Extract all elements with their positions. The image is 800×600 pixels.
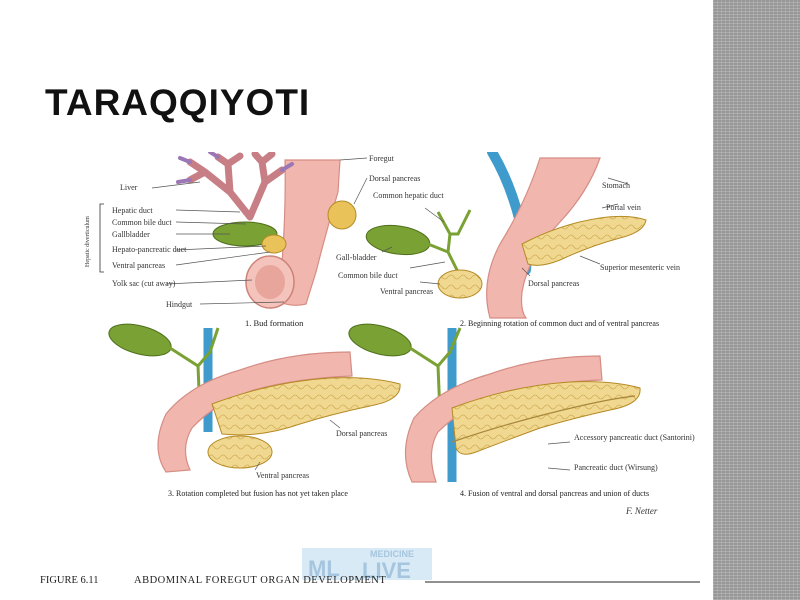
label-ventral-pancreas-1: Ventral pancreas	[112, 261, 165, 270]
gallbladder-3	[108, 323, 172, 357]
figure-svg: Hepatic diverticulum Liver Foregut Dorsa…	[40, 147, 700, 586]
label-hepatopancreatic-duct: Hepato-pancreatic duct	[112, 245, 187, 254]
decorative-sidebar	[713, 0, 800, 600]
watermark-bg	[302, 548, 432, 580]
dorsal-pancreas-2	[521, 215, 647, 266]
figure-caption-title: ABDOMINAL FOREGUT ORGAN DEVELOPMENT	[134, 575, 386, 586]
label-common-hepatic-duct-text: Common hepatic duct	[373, 191, 444, 200]
artist-signature: F. Netter	[625, 506, 658, 516]
dorsal-pancreas-3	[211, 377, 401, 436]
bile-ducts-2	[427, 209, 472, 277]
caption-panel-4: 4. Fusion of ventral and dorsal pancreas…	[460, 489, 649, 498]
ventral-pancreas-3	[207, 435, 273, 469]
figure-caption-label: FIGURE 6.11	[40, 575, 99, 586]
panel-2-beginning-rotation: Stomach Common hepatic duct Portal vein …	[336, 147, 680, 328]
label-dorsal-pancreas-2: Dorsal pancreas	[528, 279, 579, 288]
label-yolk-sac: Yolk sac (cut away)	[112, 279, 176, 288]
liver-bud	[176, 150, 294, 221]
pancreatic-duct-4	[451, 395, 636, 443]
watermark-small: MEDICINE	[370, 549, 414, 559]
label-dorsal-pancreas-1: Dorsal pancreas	[369, 174, 420, 183]
medicine-live-watermark: MEDICINE ML LIVE	[302, 548, 432, 583]
yolk-sac-opening	[255, 265, 285, 299]
gallbladder-4	[348, 323, 412, 357]
label-ventral-pancreas-2: Ventral pancreas	[380, 287, 433, 296]
label-pancreatic-duct-text: Pancreatic duct (Wirsung)	[574, 463, 658, 472]
ventral-pancreas-2	[437, 269, 483, 299]
label-portal-vein: Portal vein	[606, 203, 641, 212]
ventral-pancreas-bud	[261, 234, 287, 254]
bracket-label: Hepatic diverticulum	[85, 216, 91, 267]
label-dorsal-pancreas-3: Dorsal pancreas	[336, 429, 387, 438]
caption-panel-3: 3. Rotation completed but fusion has not…	[168, 489, 348, 498]
label-superior-mesenteric-vein: Superior mesenteric vein	[600, 263, 680, 272]
label-hindgut: Hindgut	[166, 300, 193, 309]
slide-title: TARAQQIYOTI	[45, 82, 311, 123]
label-liver: Liver	[120, 183, 138, 192]
panel-1-bud-formation: Hepatic diverticulum Liver Foregut Dorsa…	[85, 150, 420, 328]
label-common-bile-duct-1: Common bile duct	[112, 218, 172, 227]
label-gallbladder-2: Gall-bladder	[336, 253, 377, 262]
caption-panel-1: 1. Bud formation	[245, 318, 304, 328]
label-common-hepatic-duct: Common hepatic duct	[373, 191, 444, 200]
watermark-live: LIVE	[362, 558, 411, 583]
panel-4-fusion: Accessory pancreatic duct (Santorini) Pa…	[348, 323, 695, 516]
label-pancreatic-duct: Pancreatic duct (Wirsung)	[574, 463, 658, 472]
label-accessory-duct: Accessory pancreatic duct (Santorini)	[574, 433, 695, 442]
label-ventral-pancreas-3: Ventral pancreas	[256, 471, 309, 480]
fused-pancreas-4	[451, 381, 641, 455]
panel-3-rotation-completed: Dorsal pancreas Ventral pancreas 3. Rota…	[108, 323, 401, 498]
label-gallbladder-1: Gallbladder	[112, 230, 150, 239]
label-common-bile-duct-2: Common bile duct	[338, 271, 398, 280]
caption-panel-2: 2. Beginning rotation of common duct and…	[460, 319, 659, 328]
embryology-figure: Hepatic diverticulum Liver Foregut Dorsa…	[40, 147, 710, 592]
label-foregut: Foregut	[369, 154, 395, 163]
label-accessory-duct-text: Accessory pancreatic duct (Santorini)	[574, 433, 695, 442]
hepatic-bracket	[99, 203, 104, 273]
watermark-ml: ML	[308, 556, 340, 581]
label-stomach: Stomach	[602, 181, 630, 190]
dorsal-pancreas-bud	[327, 200, 357, 230]
label-hepatic-duct-1: Hepatic duct	[112, 206, 153, 215]
